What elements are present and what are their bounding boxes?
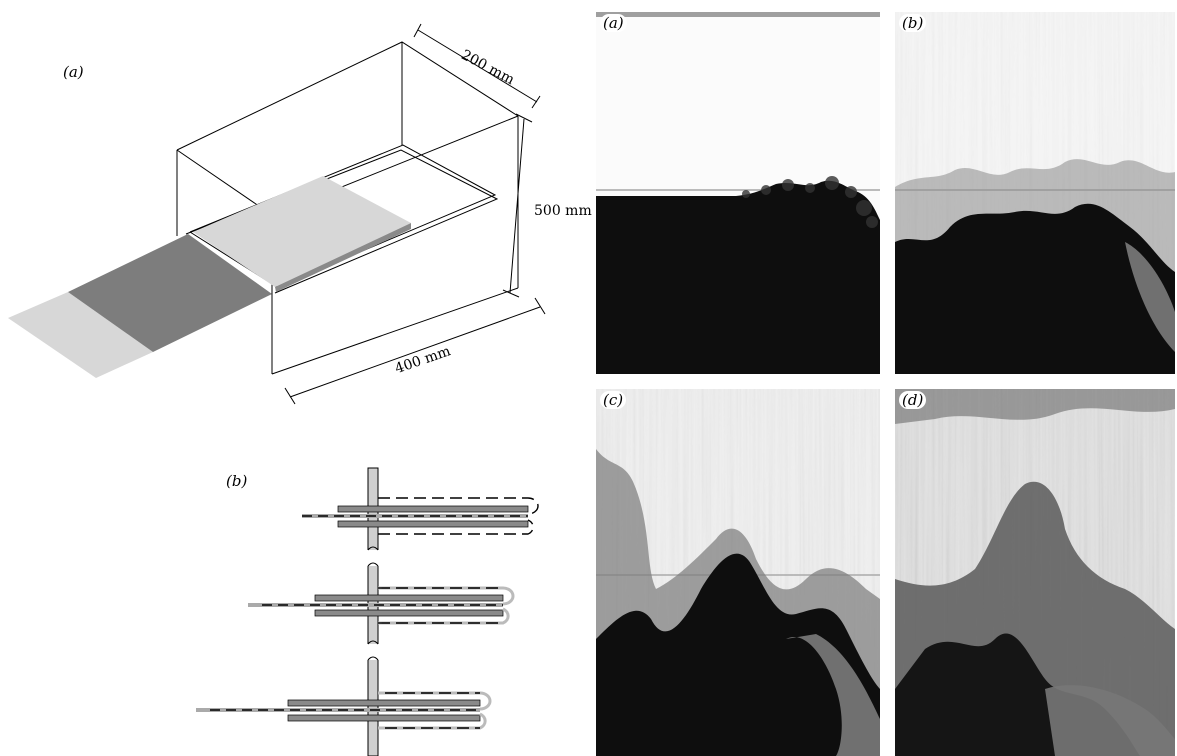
photo-c: (c) [596,389,880,756]
barrier-plate-light [193,176,411,287]
tank-schematic [8,23,546,405]
barrier-plate-edge [275,223,411,292]
panel-a-label: (a) [63,63,84,81]
photo-c-label: (c) [600,391,627,409]
photo-a: (a) [596,12,880,374]
photo-d-label: (d) [899,391,927,409]
barrier-withdrawal-schematic [196,467,539,756]
stage-3 [196,691,492,730]
photo-d: (d) [895,389,1175,756]
panel-b-label: (b) [226,472,248,490]
plate-middle-dark [68,234,272,352]
stage-2 [248,586,515,625]
dimension-500mm: 500 mm [534,203,592,219]
photo-b-label: (b) [899,14,927,32]
photo-a-label: (a) [600,14,627,32]
photo-b: (b) [895,12,1175,374]
stage-1 [302,497,539,535]
plate-outer-light [8,292,153,378]
